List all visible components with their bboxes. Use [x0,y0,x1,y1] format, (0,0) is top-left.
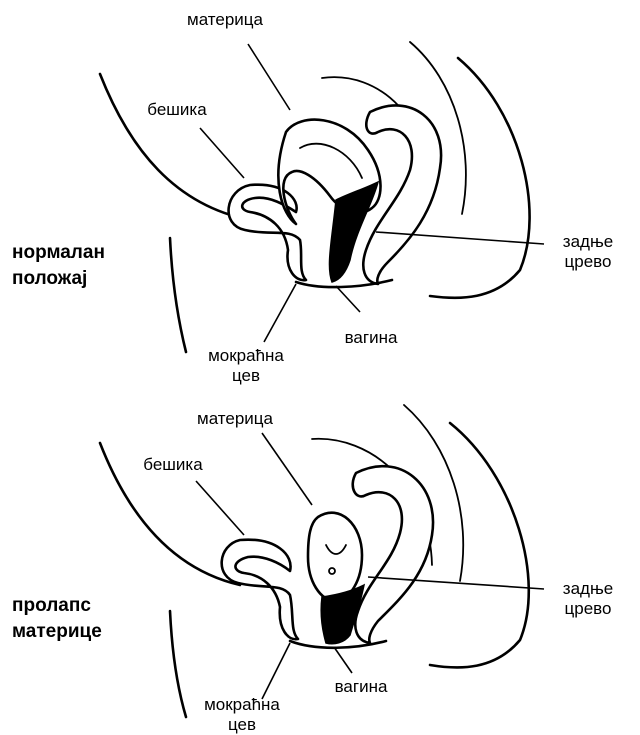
bladder-shape [229,185,306,281]
rectum-label-line1: задње [548,579,628,599]
normal-anatomy-drawing [0,0,640,390]
uterus-label: материца [180,409,290,429]
prolapse-panel: материца бешика задње црево мокраћна цев… [0,385,640,735]
normal-position-title: нормалан положај [12,240,105,292]
uterus-label: материца [170,10,280,30]
vagina-label: вагина [326,328,416,348]
uterus-leader [248,44,290,110]
prolapse-title: пролапс материце [12,593,102,645]
body-outline-thigh [170,238,186,352]
rectum-shape [353,466,433,643]
urethra-label: мокраћна цев [192,695,292,735]
uterus-shape [308,513,362,601]
urethra-label-line1: мокраћна [196,346,296,366]
body-outline-front [100,74,250,220]
body-outline-back [430,58,530,298]
bladder-label: бешика [132,100,222,120]
prolapse-title-line2: материце [12,619,102,645]
vagina-label: вагина [316,677,406,697]
urethra-label: мокраћна цев [196,346,296,386]
normal-title-line1: нормалан [12,240,105,266]
uterus-leader [262,433,312,505]
bladder-leader [196,481,244,535]
vagina-leader [334,647,352,673]
bladder-label: бешика [128,455,218,475]
rectum-label: задње црево [548,579,628,619]
urethra-leader [262,643,290,699]
bladder-shape [222,540,298,640]
bladder-leader [200,128,244,178]
urethra-label-line2: цев [192,715,292,735]
urethra-label-line1: мокраћна [192,695,292,715]
rectum-label: задње црево [548,232,628,272]
normal-position-panel: материца бешика задње црево мокраћна цев… [0,0,640,390]
rectum-label-line2: црево [548,252,628,272]
urethra-leader [264,284,296,342]
normal-title-line2: положај [12,266,105,292]
vagina-leader [336,286,360,312]
urethra-label-line2: цев [196,366,296,386]
rectum-label-line1: задње [548,232,628,252]
prolapse-title-line1: пролапс [12,593,102,619]
rectum-label-line2: црево [548,599,628,619]
body-outline-thigh [170,611,186,717]
